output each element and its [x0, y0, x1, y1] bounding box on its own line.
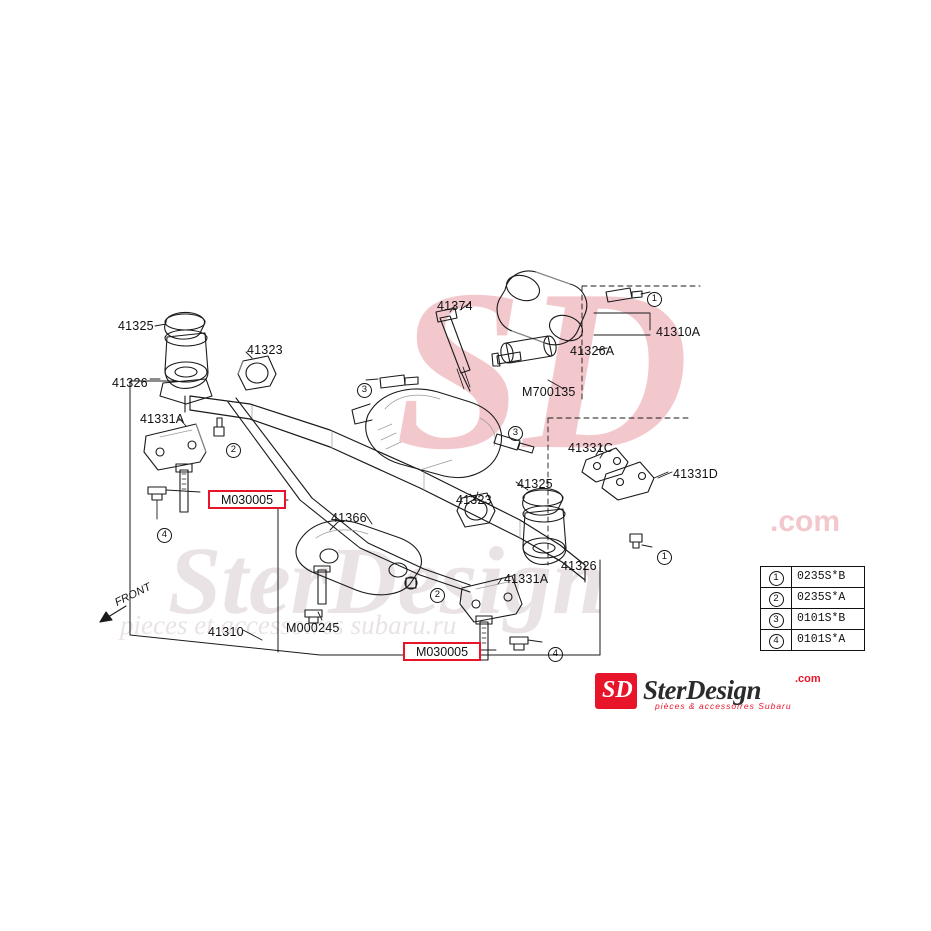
part-label-41366: 41366	[331, 511, 367, 525]
part-label-41331A-right: 41331A	[504, 572, 549, 586]
callout-4-left: 4	[157, 526, 172, 543]
legend-row: 4 0101S*A	[760, 629, 865, 651]
part-label-41323-right: 41323	[456, 493, 492, 507]
callout-1-lower: 1	[657, 548, 672, 565]
logo-mark: SD	[595, 673, 637, 709]
legend-code: 0235S*B	[791, 566, 865, 588]
legend-num: 1	[760, 566, 792, 588]
callout-3-lower: 3	[508, 424, 523, 441]
highlighted-part-m030005-upper[interactable]: M030005	[208, 490, 286, 509]
part-label-M700135: M700135	[522, 385, 576, 399]
part-label-41326-left: 41326	[112, 376, 148, 390]
part-label-M000245: M000245	[286, 621, 340, 635]
legend-num: 2	[760, 587, 792, 609]
sterdesign-logo[interactable]: SD SterDesign .com pièces & accessoires …	[595, 673, 855, 715]
part-label-41374: 41374	[437, 299, 473, 313]
callout-4-right: 4	[548, 645, 563, 662]
legend-row: 1 0235S*B	[760, 566, 865, 588]
legend-code: 0235S*A	[791, 587, 865, 609]
callout-2-center: 2	[430, 586, 445, 603]
logo-tagline: pièces & accessoires Subaru	[655, 701, 792, 711]
part-label-41331A-left: 41331A	[140, 412, 185, 426]
part-label-41331C: 41331C	[568, 441, 613, 455]
fastener-legend: 1 0235S*B 2 0235S*A 3 0101S*B 4 0101S*A	[760, 566, 865, 651]
part-label-41325-right: 41325	[517, 477, 553, 491]
callout-1-upper: 1	[647, 290, 662, 307]
legend-row: 3 0101S*B	[760, 608, 865, 630]
part-label-41325-left: 41325	[118, 319, 154, 333]
legend-code: 0101S*A	[791, 629, 865, 651]
legend-code: 0101S*B	[791, 608, 865, 630]
callout-3-upper: 3	[357, 381, 372, 398]
legend-num: 3	[760, 608, 792, 630]
part-label-41326A: 41326A	[570, 344, 615, 358]
part-label-41331D: 41331D	[673, 467, 718, 481]
part-label-41323-left: 41323	[247, 343, 283, 357]
legend-row: 2 0235S*A	[760, 587, 865, 609]
part-label-41326-right: 41326	[561, 559, 597, 573]
logo-tld: .com	[795, 673, 821, 685]
callout-2-left: 2	[226, 441, 241, 458]
logo-wordmark: SterDesign	[643, 675, 762, 705]
legend-num: 4	[760, 629, 792, 651]
part-label-41310: 41310	[208, 625, 244, 639]
highlighted-part-m030005-lower[interactable]: M030005	[403, 642, 481, 661]
part-label-41310A: 41310A	[656, 325, 701, 339]
